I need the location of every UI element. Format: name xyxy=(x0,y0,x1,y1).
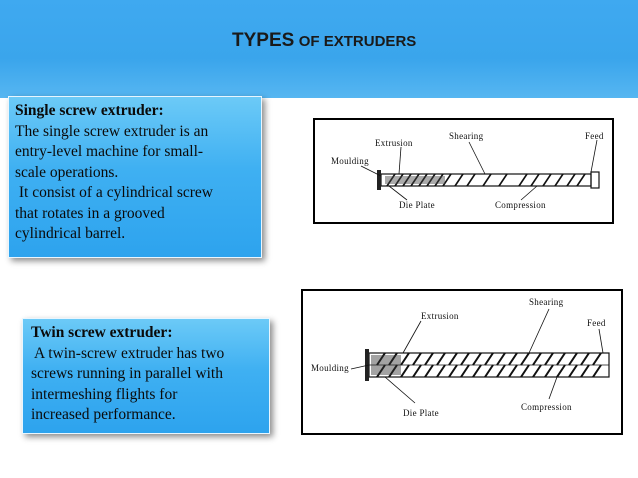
d2-label-extrusion: Extrusion xyxy=(421,311,459,321)
twin-screw-heading: Twin screw extruder: xyxy=(31,324,173,341)
single-line-2: entry-level machine for small- xyxy=(15,143,204,160)
title-part2: OF EXTRUDERS xyxy=(298,33,417,50)
twin-line-3: intermeshing flights for xyxy=(31,385,178,403)
d1-label-compression: Compression xyxy=(495,200,546,210)
twin-line-4: increased performance. xyxy=(31,406,176,423)
single-screw-drawing xyxy=(360,139,600,201)
twin-screw-drawing xyxy=(350,308,610,404)
twin-line-1: A twin-screw extruder has two xyxy=(31,344,225,362)
header-band xyxy=(0,0,638,98)
d2-label-compression: Compression xyxy=(521,402,572,412)
d2-label-moulding: Moulding xyxy=(311,363,349,373)
single-line-5: that rotates in a grooved xyxy=(15,204,165,222)
single-line-3: scale operations. xyxy=(15,163,119,181)
twin-line-2: screws running in parallel with xyxy=(31,365,223,382)
d1-label-extrusion: Extrusion xyxy=(375,138,413,148)
d1-label-die-plate: Die Plate xyxy=(399,200,435,210)
twin-screw-diagram: Shearing Extrusion Feed Moulding Die Pla… xyxy=(301,289,623,435)
single-screw-heading: Single screw extruder: xyxy=(15,102,164,119)
single-screw-diagram: Extrusion Shearing Feed Moulding Die Pla… xyxy=(313,118,614,224)
d2-label-die-plate: Die Plate xyxy=(403,408,439,418)
single-line-4: It consist of a cylindrical screw xyxy=(15,184,213,201)
d1-label-shearing: Shearing xyxy=(449,131,484,141)
d2-label-shearing: Shearing xyxy=(529,297,564,307)
twin-screw-card: Twin screw extruder: A twin-screw extrud… xyxy=(22,318,270,434)
single-screw-card: Single screw extruder: The single screw … xyxy=(8,96,262,258)
slide-title: TYPES OF EXTRUDERS xyxy=(232,30,416,52)
single-line-1: The single screw extruder is an xyxy=(15,122,209,140)
title-part1: TYPES xyxy=(232,30,295,51)
d1-label-feed: Feed xyxy=(585,131,604,141)
single-line-6: cylindrical barrel. xyxy=(15,225,126,242)
d1-label-moulding: Moulding xyxy=(331,156,369,166)
d2-label-feed: Feed xyxy=(587,318,606,328)
